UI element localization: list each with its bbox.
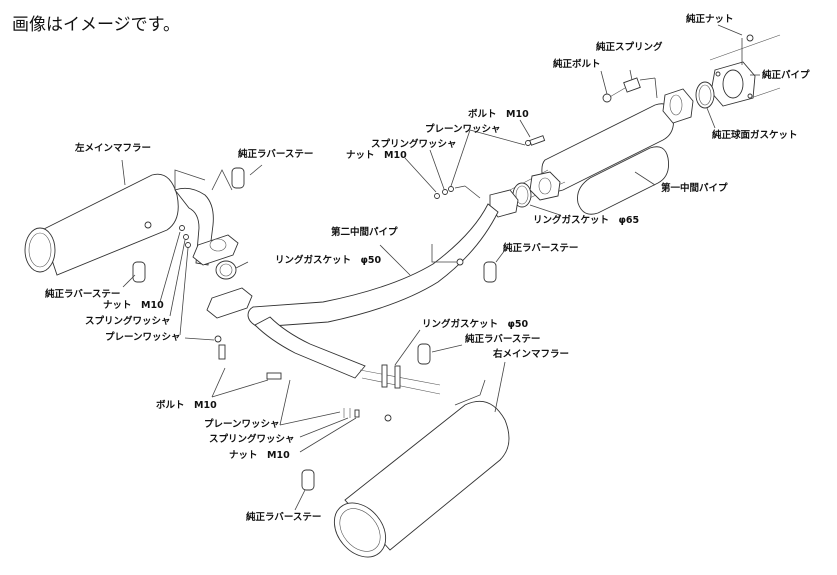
label-rubber-stay-top-left: 純正ラバーステー bbox=[238, 149, 314, 160]
label-ring-gasket-65: リングガスケット φ65 bbox=[533, 215, 640, 226]
label-genuine-spherical-gasket: 純正球面ガスケット bbox=[712, 130, 798, 141]
label-first-mid-pipe: 第一中間パイプ bbox=[661, 183, 728, 194]
label-nut-m10-bottom: ナット M10 bbox=[229, 450, 290, 461]
genuine-pipe bbox=[709, 34, 781, 107]
rubber-stay-left bbox=[132, 261, 146, 283]
label-rubber-stay-bottom: 純正ラバーステー bbox=[246, 512, 322, 523]
label-ring-gasket-50-left: リングガスケット φ50 bbox=[275, 255, 382, 266]
second-mid-pipe bbox=[247, 189, 519, 395]
label-ring-gasket-50-right: リングガスケット φ50 bbox=[422, 319, 529, 330]
genuine-spring-and-bolt bbox=[602, 77, 658, 103]
left-flange-gasket bbox=[192, 234, 253, 319]
rubber-stay-top-left bbox=[211, 167, 245, 191]
label-right-main-muffler: 右メインマフラー bbox=[493, 349, 570, 360]
label-spring-washer-left: スプリングワッシャ bbox=[85, 316, 171, 327]
label-nut-m10-top: ナット M10 bbox=[346, 150, 407, 161]
label-plain-washer-top: プレーンワッシャ bbox=[425, 124, 501, 135]
bolt-m10-left bbox=[214, 335, 282, 380]
genuine-spherical-gasket bbox=[695, 81, 715, 109]
label-genuine-spring: 純正スプリング bbox=[596, 42, 663, 53]
bolt-m10-top bbox=[525, 135, 546, 146]
label-rubber-stay-right: 純正ラバーステー bbox=[465, 334, 541, 345]
label-rubber-stay-mid: 純正ラバーステー bbox=[503, 243, 579, 254]
label-genuine-pipe: 純正パイプ bbox=[762, 70, 810, 81]
rubber-stay-mid bbox=[483, 261, 497, 283]
left-main-muffler bbox=[24, 169, 214, 276]
label-nut-m10-left: ナット M10 bbox=[103, 300, 164, 311]
right-main-muffler bbox=[333, 379, 510, 558]
washers-nut-bottom bbox=[343, 408, 360, 418]
label-bolt-m10-left: ボルト M10 bbox=[156, 400, 217, 411]
label-bolt-m10-top: ボルト M10 bbox=[468, 109, 529, 120]
label-plain-washer-left: プレーンワッシャ bbox=[105, 332, 181, 343]
label-left-main-muffler: 左メインマフラー bbox=[75, 143, 152, 154]
label-genuine-nut: 純正ナット bbox=[686, 14, 734, 25]
ring-gasket-65 bbox=[512, 171, 561, 208]
leader-lines bbox=[121, 69, 760, 511]
rubber-stay-bottom bbox=[301, 469, 315, 491]
label-spring-washer-bottom: スプリングワッシャ bbox=[209, 434, 295, 445]
rubber-stay-right bbox=[417, 343, 431, 365]
label-genuine-bolt: 純正ボルト bbox=[553, 59, 601, 70]
label-spring-washer-top: スプリングワッシャ bbox=[371, 139, 457, 150]
genuine-nut bbox=[717, 24, 754, 65]
label-rubber-stay-left: 純正ラバーステー bbox=[45, 289, 121, 300]
washers-nut-left bbox=[179, 225, 191, 248]
label-second-mid-pipe: 第二中間パイプ bbox=[331, 227, 398, 238]
label-plain-washer-bottom: プレーンワッシャ bbox=[204, 419, 280, 430]
image-disclaimer-title: 画像はイメージです。 bbox=[12, 15, 180, 35]
washers-nut-top bbox=[434, 185, 481, 199]
first-mid-pipe bbox=[509, 88, 694, 215]
